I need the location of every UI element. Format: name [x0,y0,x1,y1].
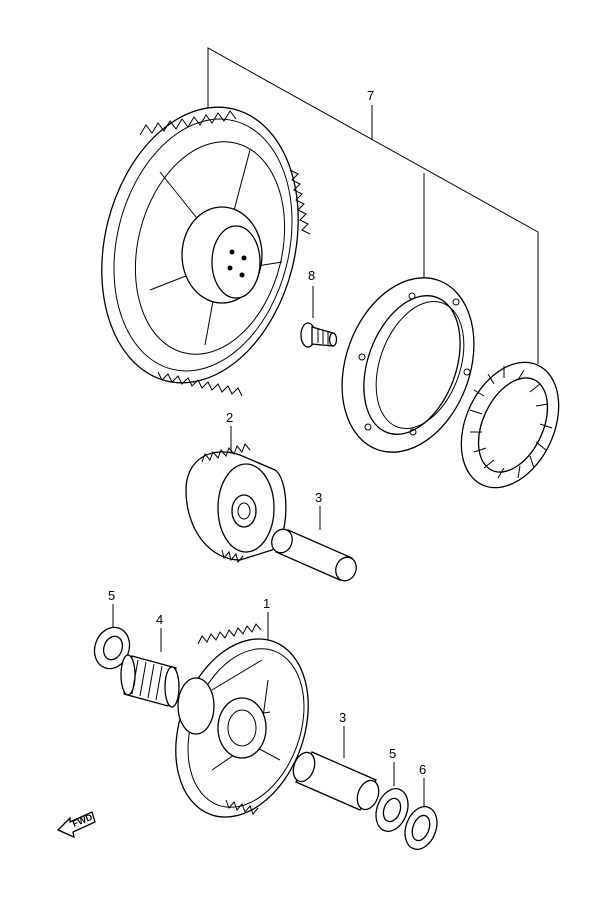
callout-3-lower: 3 [339,710,346,725]
callout-5-left: 5 [108,588,115,603]
starter-clutch-gear [101,106,311,397]
idle-gear-shaft [271,506,357,582]
reduction-gear [175,612,309,818]
clutch-housing [341,277,475,453]
idle-gear [185,426,287,564]
washer-left [93,604,131,670]
callout-3-upper: 3 [315,490,322,505]
fwd-arrow-icon: FWD [56,811,96,839]
callout-1: 1 [263,596,270,611]
bolt [300,286,338,348]
washer-right [375,762,409,832]
reduction-gear-shaft [292,726,380,811]
leader-bracket-7 [207,47,539,364]
callout-2: 2 [226,410,233,425]
callout-5-right: 5 [389,746,396,761]
callout-8: 8 [308,268,315,283]
one-way-clutch [460,361,560,489]
thrust-washer [404,778,438,850]
callout-7: 7 [367,88,374,103]
callout-6: 6 [419,762,426,777]
needle-bearing [120,628,180,708]
callout-4: 4 [156,612,163,627]
